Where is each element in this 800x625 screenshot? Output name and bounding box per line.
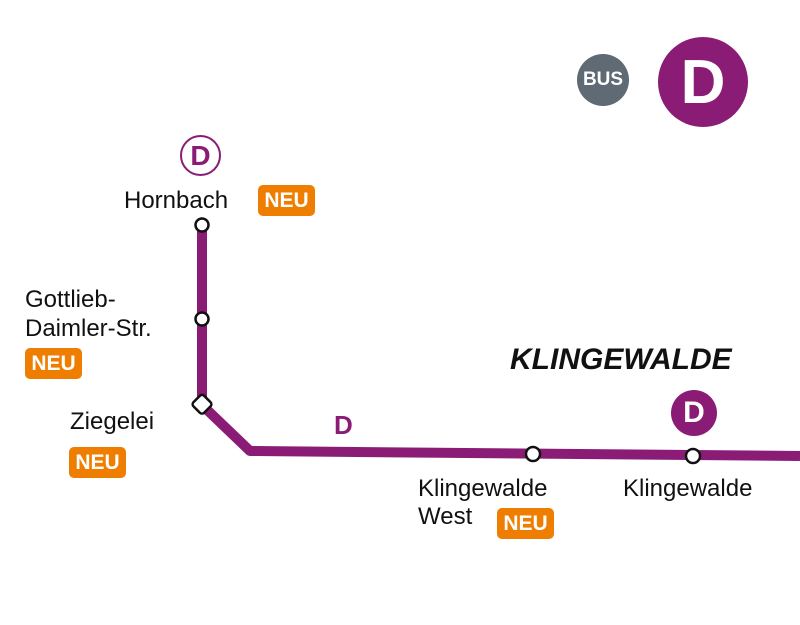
station-stop-klingewalde-west[interactable] xyxy=(524,445,542,463)
station-label-hornbach: Hornbach xyxy=(124,187,229,214)
station-label-klingewalde-west-line1: Klingewalde xyxy=(418,475,548,502)
district-label: KLINGEWALDE xyxy=(510,343,732,376)
station-stop-gottlieb-daimler-str[interactable] xyxy=(194,311,210,327)
line-d-label: D xyxy=(334,410,353,440)
bus-icon: BUS xyxy=(577,54,629,106)
station-label-ziegelei: Ziegelei xyxy=(70,408,155,435)
station-label-gottlieb-line2: Daimler-Str. xyxy=(25,315,152,342)
transfer-d-icon-klingewalde: D xyxy=(671,390,717,436)
neu-badge-klingewalde-west: NEU xyxy=(497,508,554,539)
line-d-icon: D xyxy=(658,37,748,127)
station-label-gottlieb-line1: Gottlieb- xyxy=(25,286,116,313)
station-label-klingewalde-west-line2: West xyxy=(418,503,473,530)
neu-badge-ziegelei: NEU xyxy=(69,447,126,478)
station-stop-ziegelei[interactable] xyxy=(191,393,213,415)
neu-badge-gottlieb: NEU xyxy=(25,348,82,379)
station-stop-klingewalde[interactable] xyxy=(684,447,702,465)
transfer-d-icon-hornbach: D xyxy=(180,135,221,176)
neu-badge-hornbach: NEU xyxy=(258,185,315,216)
station-stop-hornbach[interactable] xyxy=(194,217,210,233)
station-label-klingewalde: Klingewalde xyxy=(623,475,753,502)
